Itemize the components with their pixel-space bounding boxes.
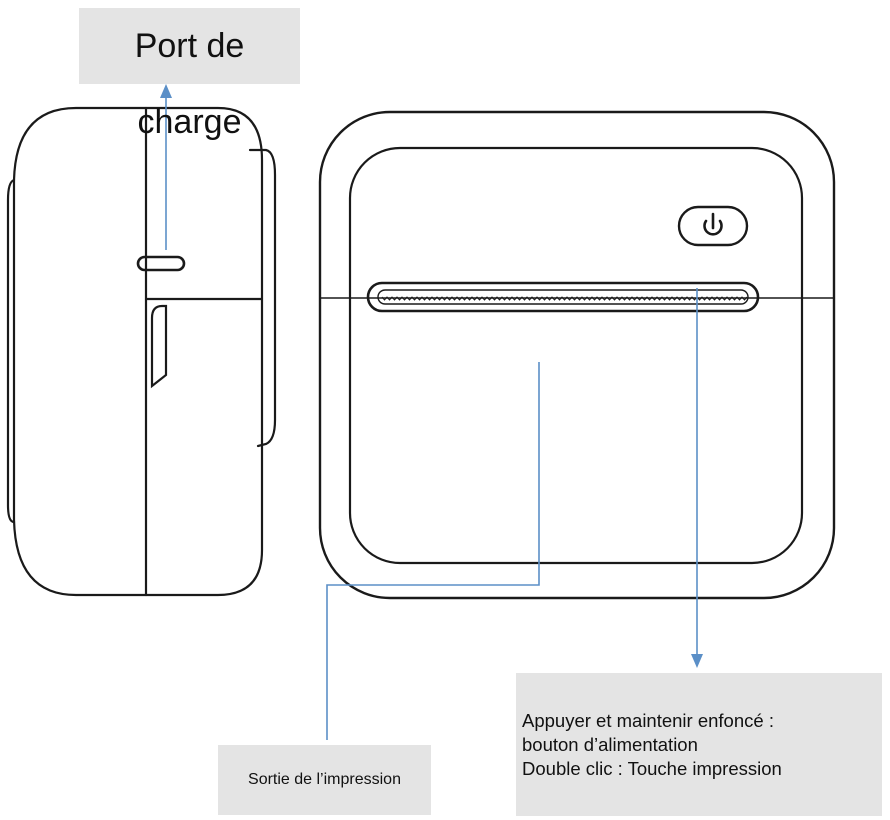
power-icon bbox=[703, 212, 723, 236]
paper-exit-slot bbox=[366, 281, 760, 313]
label-charging-port-text: Port de charge bbox=[134, 27, 245, 141]
label-print-output-text: Sortie de l’impression bbox=[248, 771, 401, 788]
printer-front-view bbox=[318, 110, 836, 600]
power-button bbox=[677, 205, 749, 247]
arrowhead-down-icon bbox=[691, 654, 703, 668]
label-charging-port: Port de charge bbox=[79, 8, 300, 141]
printer-side-view bbox=[6, 106, 277, 597]
paper-exit-slot-inner bbox=[377, 289, 749, 305]
cutter-teeth bbox=[381, 296, 748, 301]
usb-c-port-icon bbox=[136, 255, 186, 272]
front-inner-panel bbox=[348, 146, 804, 565]
side-button-bulge bbox=[248, 148, 277, 448]
label-print-output: Sortie de l’impression bbox=[218, 745, 431, 815]
callout-line-print-output bbox=[326, 362, 540, 740]
label-power-line-2: bouton d’alimentation bbox=[522, 734, 698, 755]
side-body-outline bbox=[12, 106, 264, 597]
arrowhead-up-icon bbox=[160, 84, 172, 98]
side-paper-slot bbox=[150, 304, 168, 389]
side-back-strip bbox=[6, 178, 16, 524]
label-power-button: Appuyer et maintenir enfoncé : bouton d’… bbox=[516, 673, 882, 816]
front-outer-frame bbox=[318, 110, 836, 600]
label-power-line-1: Appuyer et maintenir enfoncé : bbox=[522, 710, 774, 731]
cutter-teeth-edge bbox=[381, 296, 748, 301]
label-power-line-3: Double clic : Touche impression bbox=[522, 758, 782, 779]
